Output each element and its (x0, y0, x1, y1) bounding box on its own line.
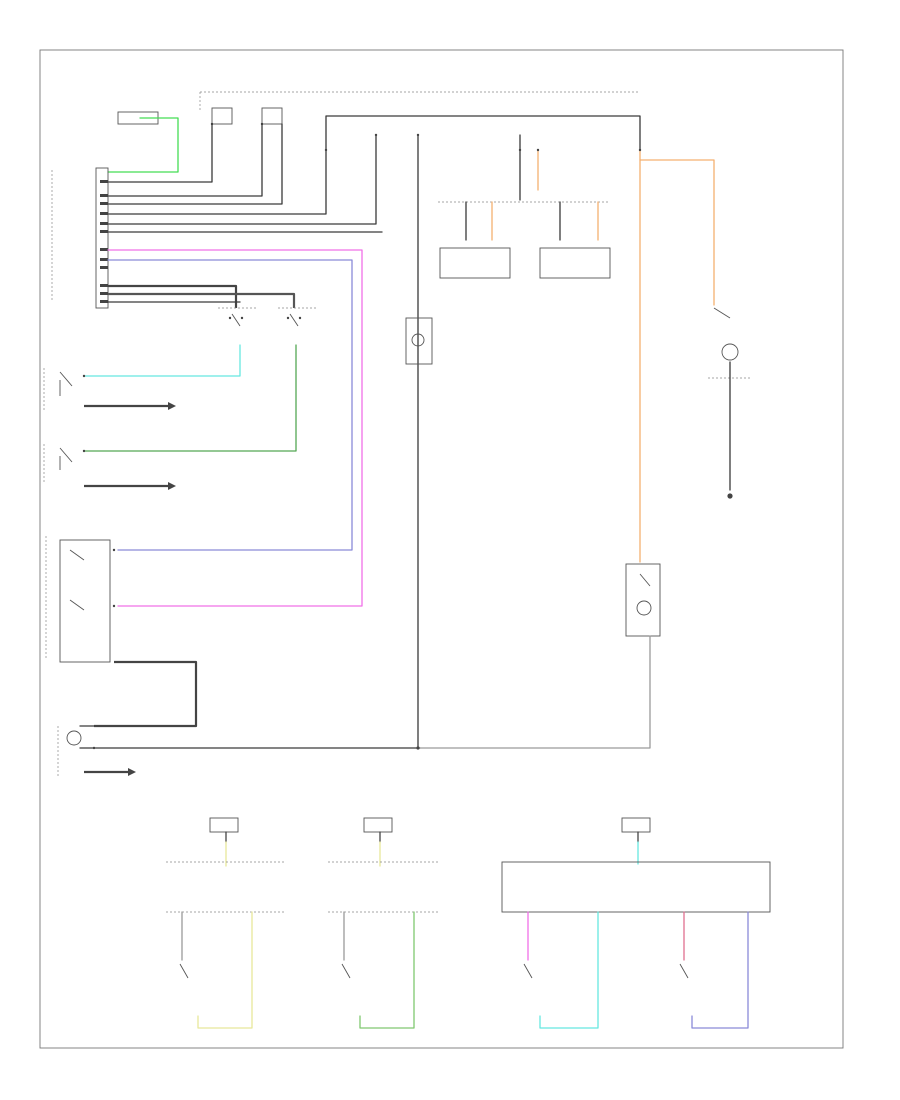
top-center-fuses (438, 134, 611, 279)
wire-bundle-top-black (107, 115, 641, 233)
relay-left (218, 307, 258, 327)
relay-right (278, 307, 318, 327)
dome-lamp (419, 563, 661, 749)
ground-connector-left (57, 725, 421, 776)
bottom-module-rear (501, 817, 771, 1029)
wire-dark-1 (108, 284, 238, 308)
wire-dark-2 (108, 292, 296, 308)
wire-orange (639, 149, 715, 306)
bottom-module-passenger (328, 817, 440, 1029)
wire-green (107, 117, 179, 173)
bottom-module-driver (166, 817, 284, 1029)
wire-blue (107, 259, 353, 551)
diagram-border (39, 49, 844, 1049)
right-front-door-switch (43, 444, 176, 490)
wire-green-2 (83, 344, 297, 452)
wire-cyan (83, 344, 241, 377)
wire-pink (107, 249, 363, 607)
terminal-pins (92, 133, 642, 750)
center-lamp (405, 317, 433, 365)
left-front-door-switch (43, 368, 176, 410)
body-control-module (51, 167, 109, 309)
top-left-connector (107, 111, 179, 173)
fuse-block-top (199, 91, 640, 126)
courtesy-lamp-right (708, 307, 752, 499)
door-lock-switch (45, 536, 198, 728)
